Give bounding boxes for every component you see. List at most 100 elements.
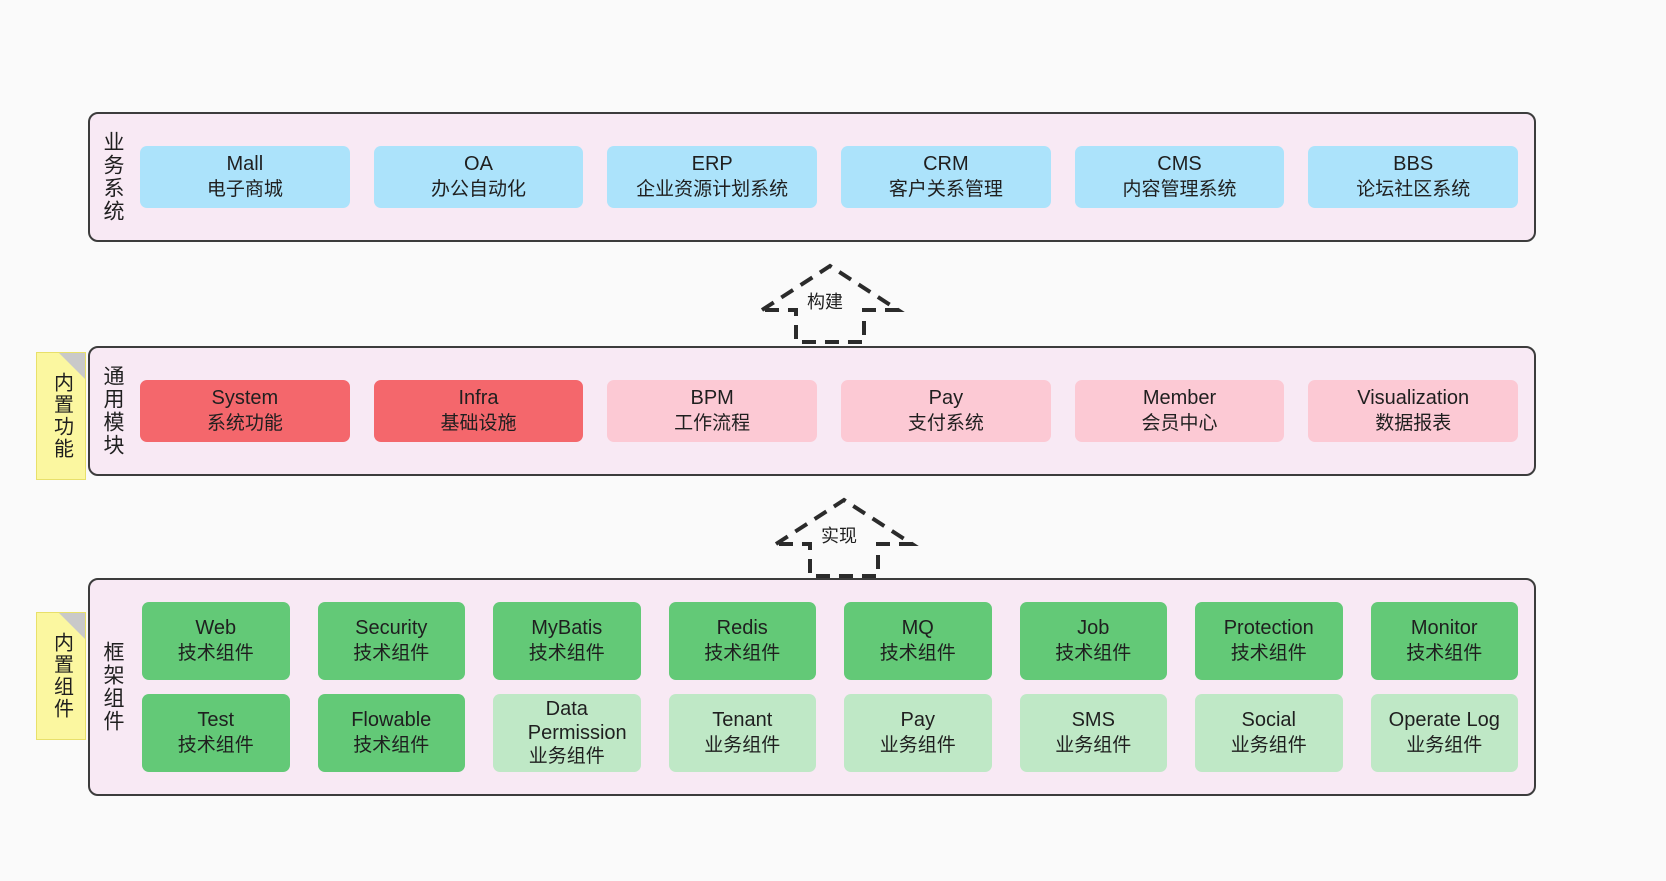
card-title: Security	[355, 617, 428, 640]
card-row: System 系统功能 Infra 基础设施 BPM 工作流程 Pay 支付系统…	[140, 380, 1519, 442]
card-mybatis[interactable]: MyBatis 技术组件	[493, 602, 641, 680]
card-title: Monitor	[1410, 617, 1478, 640]
card-subtitle: 内容管理系统	[1122, 178, 1237, 200]
connector-build: 构建	[755, 262, 905, 344]
card-subtitle: 业务组件	[704, 734, 781, 756]
card-subtitle: 技术组件	[528, 642, 605, 664]
card-oa[interactable]: OA 办公自动化	[373, 146, 584, 208]
card-member[interactable]: Member 会员中心	[1074, 380, 1285, 442]
card-job[interactable]: Job 技术组件	[1019, 602, 1167, 680]
card-title: SMS	[1071, 709, 1115, 732]
card-subtitle: 支付系统	[907, 412, 984, 434]
card-title: Test	[197, 709, 235, 732]
card-subtitle: 业务组件	[879, 734, 956, 756]
layer-body-common-modules: System 系统功能 Infra 基础设施 BPM 工作流程 Pay 支付系统…	[134, 348, 1534, 474]
card-title: Infra	[458, 387, 499, 410]
card-subtitle: 技术组件	[704, 642, 781, 664]
card-bbs[interactable]: BBS 论坛社区系统	[1308, 146, 1519, 208]
card-subtitle: 技术组件	[1055, 642, 1132, 664]
card-tenant[interactable]: Tenant 业务组件	[668, 694, 816, 772]
card-subtitle: 技术组件	[177, 734, 254, 756]
layer-common-modules: 通用模块 System 系统功能 Infra 基础设施 BPM 工作流程 Pay…	[88, 346, 1536, 476]
card-subtitle: 企业资源计划系统	[636, 178, 789, 200]
card-subtitle: 技术组件	[1406, 642, 1483, 664]
card-pay-module[interactable]: Pay 支付系统	[841, 380, 1051, 442]
layer-framework-components: 框架组件 Web 技术组件 Security 技术组件 MyBatis 技术组件…	[88, 578, 1536, 796]
card-row: Test 技术组件 Flowable 技术组件 Data Permission …	[142, 694, 1518, 772]
card-title: MQ	[901, 617, 934, 640]
card-title: Pay	[928, 387, 964, 410]
card-erp[interactable]: ERP 企业资源计划系统	[607, 146, 818, 208]
note-built-in-components: 内置组件	[36, 612, 86, 740]
implement-arrow-icon	[769, 497, 919, 578]
build-arrow-icon	[755, 263, 905, 344]
card-subtitle: 业务组件	[528, 745, 605, 767]
card-subtitle: 论坛社区系统	[1356, 178, 1471, 200]
card-data-permission[interactable]: Data Permission 业务组件	[493, 694, 641, 772]
card-bpm[interactable]: BPM 工作流程	[607, 380, 818, 442]
card-pay-component[interactable]: Pay 业务组件	[844, 694, 992, 772]
card-mq[interactable]: MQ 技术组件	[844, 602, 992, 680]
note-built-in-features: 内置功能	[36, 352, 86, 480]
card-subtitle: 系统功能	[206, 412, 283, 434]
card-title: ERP	[691, 153, 733, 176]
card-title: BBS	[1393, 153, 1434, 176]
card-system[interactable]: System 系统功能	[140, 380, 350, 442]
card-title: System	[211, 387, 279, 410]
card-operate-log[interactable]: Operate Log 业务组件	[1370, 694, 1518, 772]
card-visualization[interactable]: Visualization 数据报表	[1308, 380, 1519, 442]
card-monitor[interactable]: Monitor 技术组件	[1370, 602, 1518, 680]
card-flowable[interactable]: Flowable 技术组件	[317, 694, 465, 772]
layer-title-business-systems: 业务系统	[101, 131, 125, 223]
card-title: Mall	[226, 153, 264, 176]
card-infra[interactable]: Infra 基础设施	[373, 380, 584, 442]
card-subtitle: 客户关系管理	[888, 178, 1003, 200]
card-title: Social	[1241, 709, 1296, 732]
card-title: Member	[1142, 387, 1217, 410]
card-subtitle: 工作流程	[674, 412, 751, 434]
card-sms[interactable]: SMS 业务组件	[1019, 694, 1167, 772]
card-title: MyBatis	[531, 617, 603, 640]
card-row: Mall 电子商城 OA 办公自动化 ERP 企业资源计划系统 CRM 客户关系…	[140, 146, 1519, 208]
card-title: Web	[195, 617, 237, 640]
card-test[interactable]: Test 技术组件	[142, 694, 290, 772]
card-subtitle: 技术组件	[1230, 642, 1307, 664]
card-mall[interactable]: Mall 电子商城	[140, 146, 350, 208]
note-label: 内置组件	[50, 632, 73, 720]
card-title: Redis	[716, 617, 768, 640]
note-label: 内置功能	[50, 372, 73, 460]
card-title: Job	[1077, 617, 1110, 640]
card-title: Visualization	[1357, 387, 1470, 410]
layer-body-business-systems: Mall 电子商城 OA 办公自动化 ERP 企业资源计划系统 CRM 客户关系…	[134, 114, 1534, 240]
card-crm[interactable]: CRM 客户关系管理	[841, 146, 1051, 208]
card-web[interactable]: Web 技术组件	[142, 602, 290, 680]
card-title: Protection	[1223, 617, 1314, 640]
layer-title-framework-components: 框架组件	[101, 641, 125, 733]
card-cms[interactable]: CMS 内容管理系统	[1074, 146, 1285, 208]
card-subtitle: 技术组件	[177, 642, 254, 664]
card-title: Data Permission	[527, 697, 627, 744]
card-protection[interactable]: Protection 技术组件	[1195, 602, 1343, 680]
card-subtitle: 基础设施	[440, 412, 517, 434]
card-subtitle: 数据报表	[1375, 412, 1452, 434]
layer-business-systems: 业务系统 Mall 电子商城 OA 办公自动化 ERP 企业资源计划系统 CRM…	[88, 112, 1536, 242]
card-subtitle: 业务组件	[1055, 734, 1132, 756]
card-title: CMS	[1157, 153, 1202, 176]
card-subtitle: 办公自动化	[431, 178, 527, 200]
card-subtitle: 会员中心	[1141, 412, 1218, 434]
card-security[interactable]: Security 技术组件	[317, 602, 465, 680]
card-social[interactable]: Social 业务组件	[1195, 694, 1343, 772]
connector-label-implement: 实现	[818, 522, 860, 548]
card-subtitle: 技术组件	[353, 734, 430, 756]
card-title: CRM	[923, 153, 969, 176]
layer-body-framework-components: Web 技术组件 Security 技术组件 MyBatis 技术组件 Redi…	[134, 580, 1534, 794]
card-redis[interactable]: Redis 技术组件	[668, 602, 816, 680]
card-row: Web 技术组件 Security 技术组件 MyBatis 技术组件 Redi…	[142, 602, 1518, 680]
connector-label-build: 构建	[804, 288, 846, 314]
card-title: Pay	[900, 709, 935, 732]
card-title: Flowable	[351, 709, 432, 732]
card-subtitle: 电子商城	[206, 178, 283, 200]
card-subtitle: 业务组件	[1406, 734, 1483, 756]
card-subtitle: 业务组件	[1230, 734, 1307, 756]
